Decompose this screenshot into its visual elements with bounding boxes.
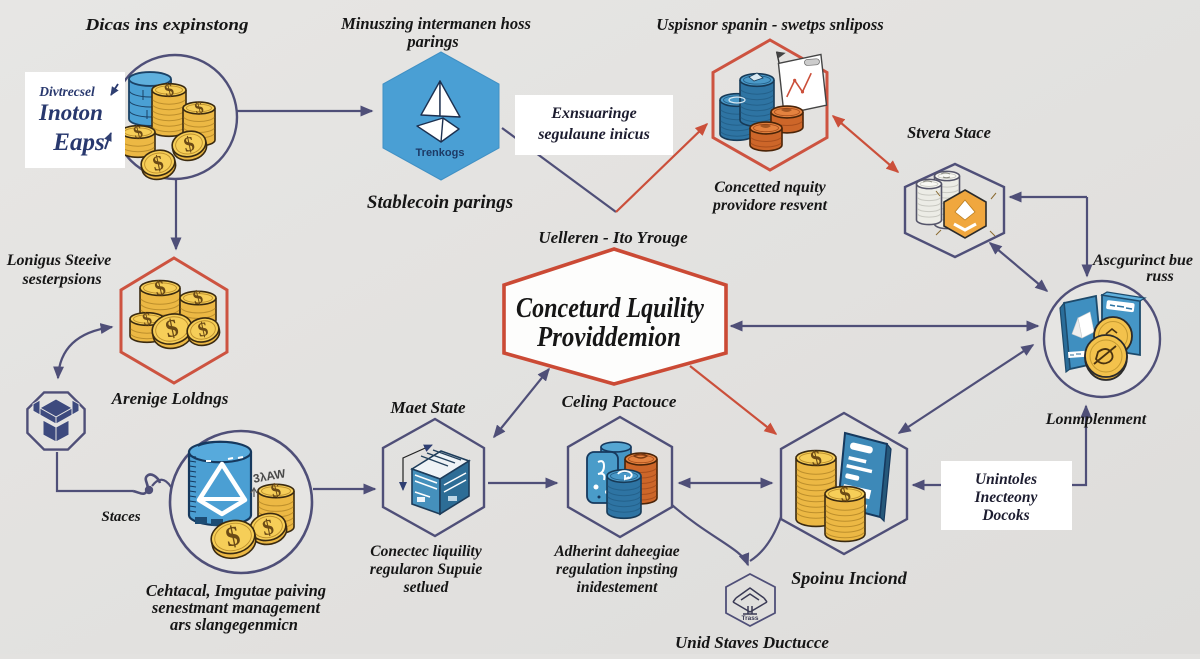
svg-text:Uelleren - Ito Yrouge: Uelleren - Ito Yrouge	[538, 228, 688, 247]
svg-text:Inoton: Inoton	[38, 100, 103, 125]
svg-text:sesterpsions: sesterpsions	[21, 271, 101, 288]
svg-text:parings: parings	[405, 32, 458, 51]
svg-text:setlued: setlued	[403, 579, 449, 596]
svg-text:inidestement: inidestement	[577, 579, 659, 596]
svg-text:Trass: Trass	[742, 615, 759, 622]
svg-text:Uspisnor spanin - swetps snlip: Uspisnor spanin - swetps snliposs	[656, 15, 883, 34]
svg-text:Lonigus Steeive: Lonigus Steeive	[6, 252, 111, 269]
svg-text:Exnsuaringe: Exnsuaringe	[550, 105, 636, 122]
svg-text:$: $	[223, 520, 243, 553]
svg-text:Arenige Loldngs: Arenige Loldngs	[111, 389, 229, 408]
svg-text:$: $	[150, 150, 165, 176]
svg-text:Ascgurinct bue: Ascgurinct bue	[1092, 252, 1193, 269]
svg-text:regulation inpsting: regulation inpsting	[556, 561, 678, 578]
svg-text:$: $	[163, 314, 181, 343]
svg-text:Minuszing intermanen hoss: Minuszing intermanen hoss	[340, 14, 531, 33]
svg-text:Trenkogs: Trenkogs	[416, 147, 465, 159]
svg-text:Docoks: Docoks	[981, 507, 1029, 524]
svg-text:$: $	[260, 514, 276, 541]
svg-text:$: $	[196, 318, 210, 342]
svg-text:ars slangegenmicn: ars slangegenmicn	[170, 615, 298, 634]
svg-text:Conceturd Lquility: Conceturd Lquility	[516, 293, 704, 324]
svg-text:Dicas ins expinstong: Dicas ins expinstong	[84, 15, 248, 34]
svg-text:Unintoles: Unintoles	[975, 471, 1037, 488]
svg-text:senestmant management: senestmant management	[151, 598, 321, 617]
svg-text:3λAW: 3λAW	[252, 466, 287, 486]
svg-text:segulaune inicus: segulaune inicus	[537, 126, 650, 143]
svg-text:Cehtacal, Imgutae paiving: Cehtacal, Imgutae paiving	[146, 581, 326, 600]
svg-text:Conectec liquility: Conectec liquility	[370, 543, 482, 560]
svg-text:Lonmplenment: Lonmplenment	[1045, 411, 1147, 428]
svg-text:Inecteony: Inecteony	[974, 489, 1038, 506]
svg-text:Unid Staves Ductucce: Unid Staves Ductucce	[675, 633, 829, 652]
svg-text:Staces: Staces	[101, 509, 140, 525]
svg-text:Providdemion: Providdemion	[536, 322, 681, 353]
svg-text:Maet State: Maet State	[389, 398, 466, 417]
svg-text:russ: russ	[1146, 268, 1174, 285]
svg-text:Spoinu Inciond: Spoinu Inciond	[791, 568, 908, 588]
svg-text:regularon Supuie: regularon Supuie	[370, 561, 483, 578]
svg-text:Concetted nquity: Concetted nquity	[714, 179, 826, 196]
svg-text:Stvera Stace: Stvera Stace	[907, 123, 991, 142]
svg-text:Celing Pactouce: Celing Pactouce	[562, 392, 677, 411]
svg-text:Adherint daheegiae: Adherint daheegiae	[553, 543, 679, 560]
svg-text:Eaps: Eaps	[52, 129, 104, 156]
svg-text:$: $	[181, 131, 196, 157]
svg-text:providore resvent: providore resvent	[711, 197, 828, 214]
svg-text:Stablecoin parings: Stablecoin parings	[367, 192, 513, 213]
svg-text:Divtrecsel: Divtrecsel	[38, 84, 95, 99]
